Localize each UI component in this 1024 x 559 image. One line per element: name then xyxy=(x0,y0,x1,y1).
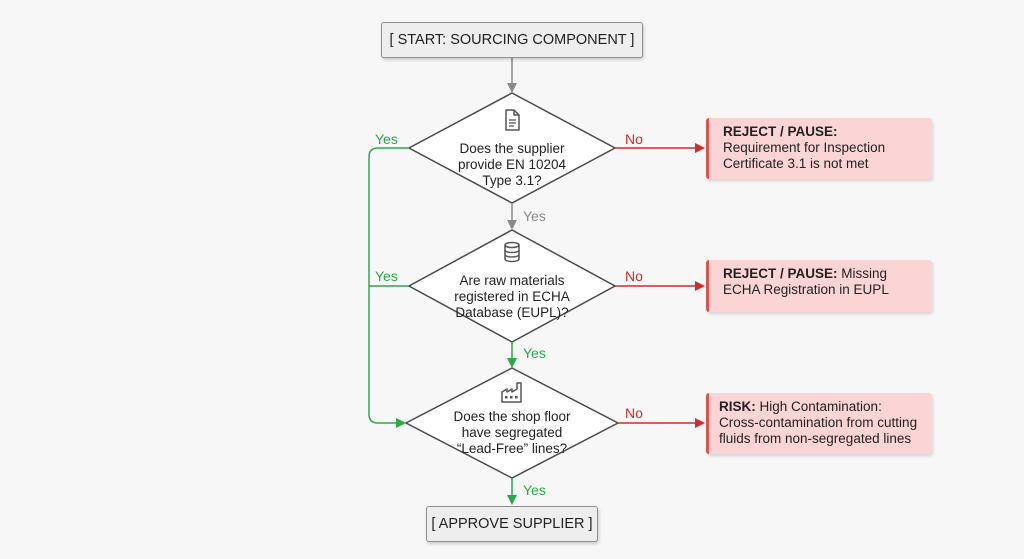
decision-2-line-3: Database (EUPL)? xyxy=(455,305,569,320)
decision-3-question: Does the shop floor have segregated “Lea… xyxy=(432,409,592,457)
decision-1-question: Does the supplier provide EN 10204 Type … xyxy=(432,141,592,189)
factory-icon xyxy=(501,382,522,403)
document-icon xyxy=(505,109,520,131)
outcome-1-title: REJECT / PAUSE: xyxy=(723,124,838,139)
decision-1-line-2: provide EN 10204 xyxy=(457,157,567,172)
approve-supplier-label: [ APPROVE SUPPLIER ] xyxy=(431,516,593,532)
decision-3-line-2: have segregated xyxy=(461,425,563,440)
down-yes-label-decision-2: Yes xyxy=(523,345,546,361)
outcome-reject-echa: REJECT / PAUSE: Missing ECHA Registratio… xyxy=(706,260,932,312)
down-yes-label-decision-3: Yes xyxy=(523,482,546,498)
decision-2-line-2: registered in ECHA xyxy=(454,289,570,304)
outcome-3-title: RISK: xyxy=(719,399,756,414)
decision-2-question: Are raw materials registered in ECHA Dat… xyxy=(432,273,592,321)
outcome-2-line-1: ECHA Registration in EUPL xyxy=(723,282,889,297)
start-node: [ START: SOURCING COMPONENT ] xyxy=(381,22,643,58)
approve-supplier-node: [ APPROVE SUPPLIER ] xyxy=(426,506,598,542)
outcome-2-title-rest: Missing xyxy=(837,266,888,281)
down-yes-label-decision-1: Yes xyxy=(523,208,546,224)
decision-2-line-1: Are raw materials xyxy=(459,273,565,288)
decision-1-line-1: Does the supplier xyxy=(459,141,565,156)
outcome-3-line-1: Cross-contamination from cutting xyxy=(719,415,918,430)
outcome-3-title-rest: High Contamination: xyxy=(755,399,882,414)
decision-3-line-1: Does the shop floor xyxy=(453,409,571,424)
start-node-label: [ START: SOURCING COMPONENT ] xyxy=(389,32,635,48)
decision-3-line-3: “Lead-Free” lines? xyxy=(456,441,568,456)
yes-label-decision-1: Yes xyxy=(375,131,398,147)
outcome-2-title: REJECT / PAUSE: xyxy=(723,266,838,281)
outcome-1-line-1: Requirement for Inspection xyxy=(723,140,886,155)
outcome-1-line-2: Certificate 3.1 is not met xyxy=(723,156,869,171)
outcome-risk-contamination: RISK: High Contamination: Cross-contamin… xyxy=(706,393,932,454)
decision-1-line-3: Type 3.1? xyxy=(482,173,542,188)
no-label-decision-1: No xyxy=(625,131,643,147)
outcome-reject-certificate: REJECT / PAUSE: Requirement for Inspecti… xyxy=(706,118,932,179)
database-icon xyxy=(504,241,520,263)
no-label-decision-3: No xyxy=(625,405,643,421)
yes-label-decision-2: Yes xyxy=(375,268,398,284)
no-label-decision-2: No xyxy=(625,268,643,284)
outcome-3-line-2: fluids from non-segregated lines xyxy=(719,431,912,446)
